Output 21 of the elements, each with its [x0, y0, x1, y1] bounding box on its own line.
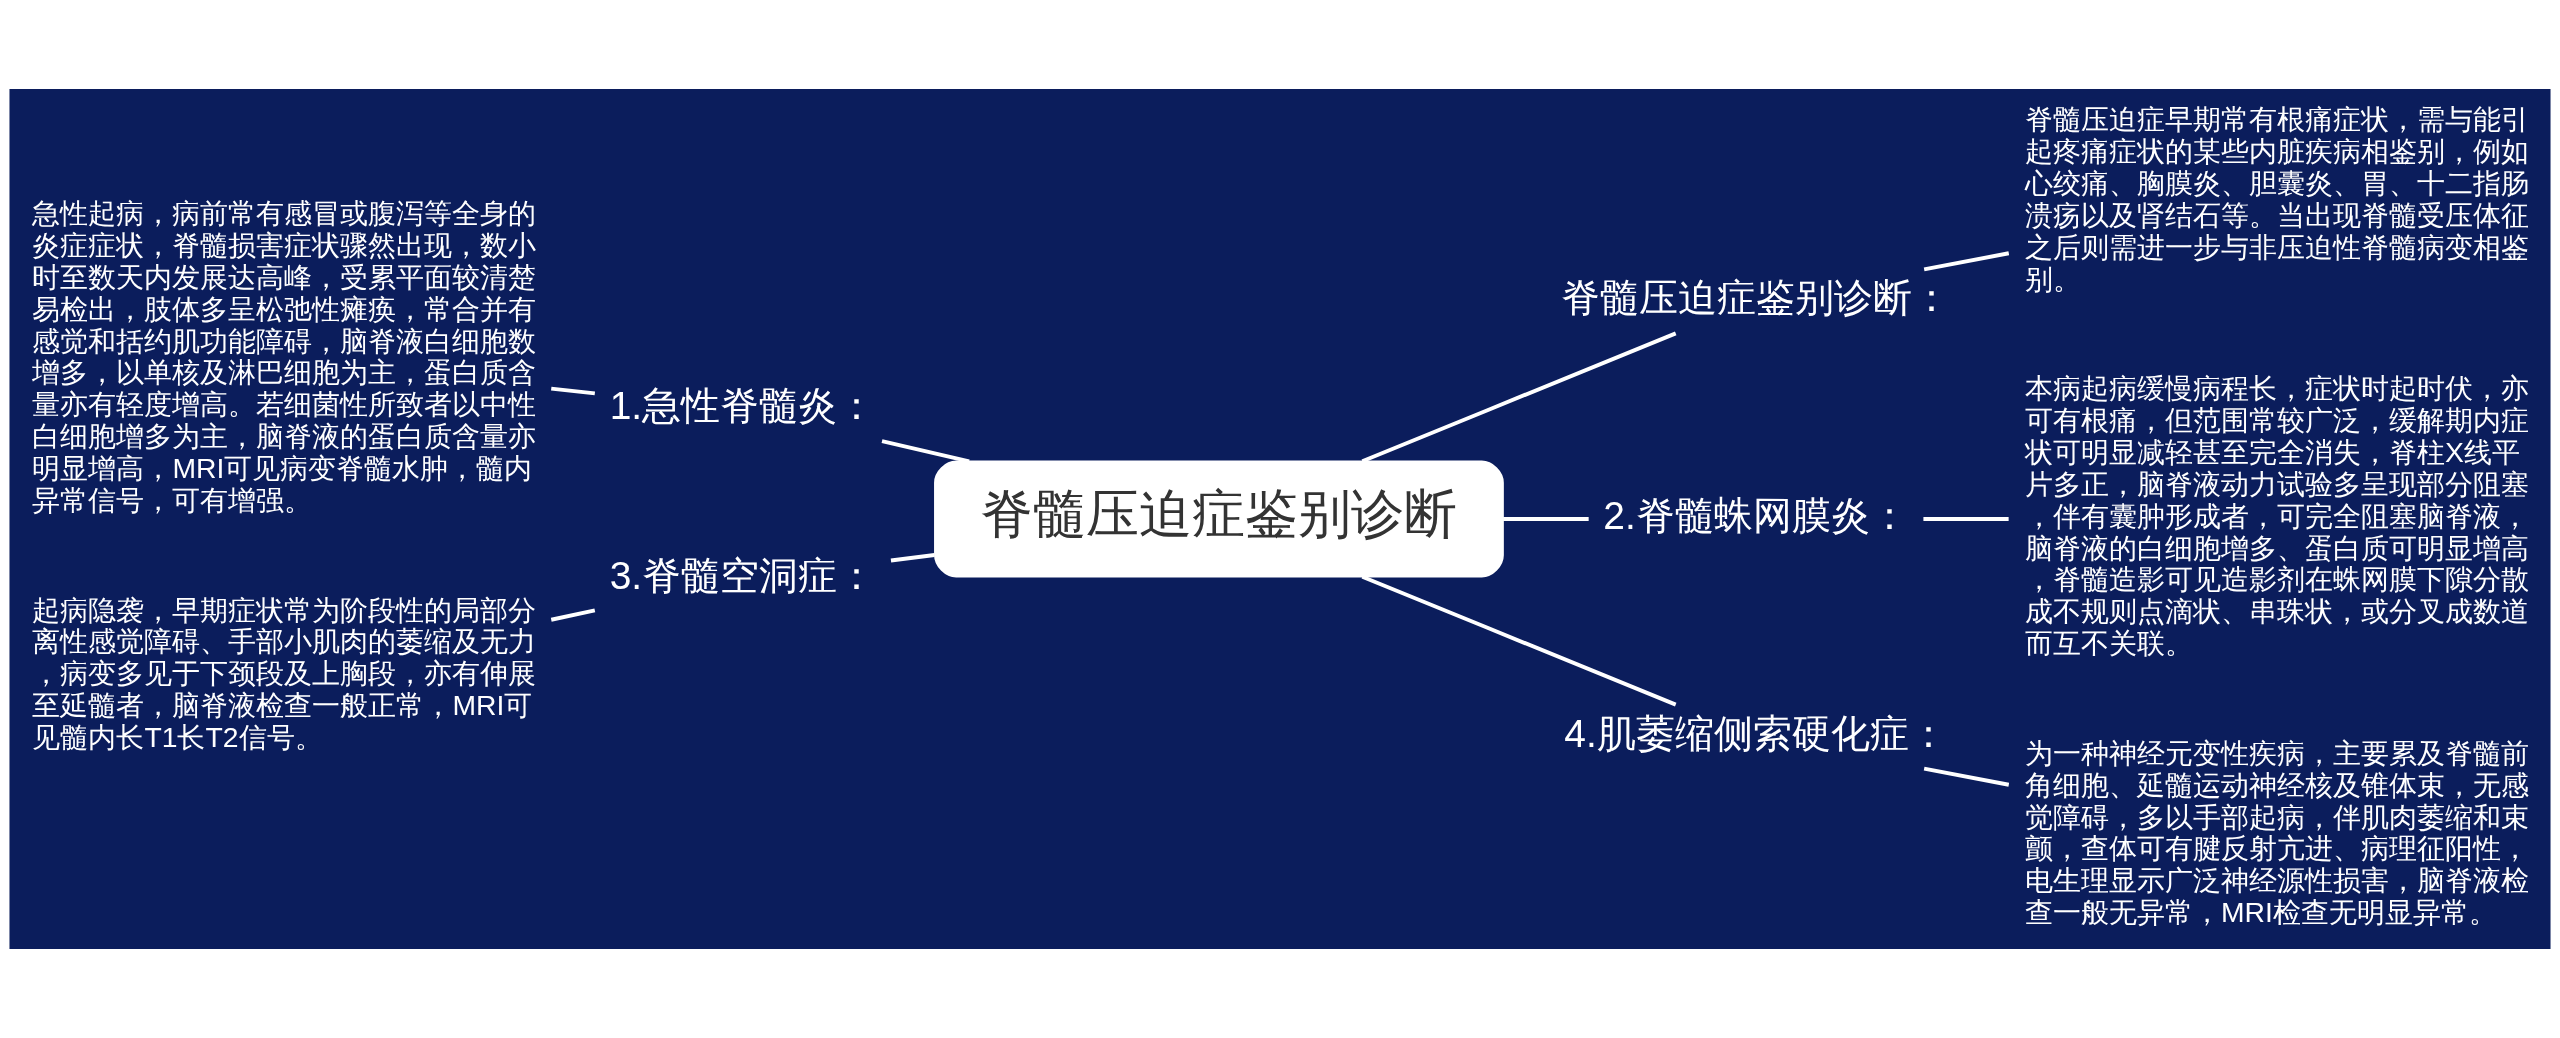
connector — [1923, 251, 2010, 272]
node-box: 脊髓压迫症鉴别诊断 — [934, 460, 1504, 578]
node-text: 2.脊髓蛛网膜炎： — [1603, 493, 1909, 537]
connector — [1361, 331, 1677, 464]
node-text: 4.肌萎缩侧索硬化症： — [1564, 711, 1948, 755]
connector — [881, 439, 970, 464]
node-text: 脊髓压迫症鉴别诊断： — [1561, 276, 1952, 320]
node-text: 起病隐袭，早期症状常为阶段性的局部分离性感觉障碍、手部小肌肉的萎缩及无力，病变多见于下颈段及上胸段，亦有伸展至延髓者，脑脊液检查一般正常，MRI可见髓内长T1长T2信号。 — [32, 593, 537, 753]
connector — [550, 608, 596, 622]
connector — [1503, 517, 1589, 521]
node-text: 1.急性脊髓炎： — [609, 384, 877, 428]
connector — [551, 386, 596, 396]
node-text: 3.脊髓空洞症： — [609, 554, 877, 598]
node-text: 脊髓压迫症早期常有根痛症状，需与能引起疼痛症状的某些内脏疾病相鉴别，例如心绞痛、胸膜炎、胆囊炎、胃、十二指肠溃疡以及肾结石等。当出现脊髓受压体征之后则需进一步与非压迫性脊髓病变相鉴别。 — [2024, 103, 2529, 295]
node-text: 为一种神经元变性疾病，主要累及脊髓前角细胞、延髓运动神经核及锥体束，无感觉障碍，多以手部起病，伴肌肉萎缩和束颤，查体可有腱反射亢进、病理征阳性，电生理显示广泛神经源性损害，脑脊液检查一般无异常，MRI检查无明显异常。 — [2024, 736, 2529, 929]
connector — [890, 553, 935, 563]
connector — [1923, 766, 2010, 787]
node-text: 本病起病缓慢病程长，症状时起时伏，亦可有根痛，但范围常较广泛，缓解期内症状可明显减轻甚至完全消失，脊柱X线平片多正，脑脊液动力试验多呈现部分阻塞，伴有囊肿形成者，可完全阻塞脑脊液，脑脊液的白细胞增多、蛋白质可明显增高，脊髓造影可见造影剂在蛛网膜下隙分散成不规则点滴状、串珠状，或分叉成数道而互不关联。 — [2024, 372, 2529, 660]
connector — [1923, 517, 2009, 521]
node-text: 急性起病，病前常有感冒或腹泻等全身的炎症症状，脊髓损害症状骤然出现，数小时至数天内发展达高峰，受累平面较清楚易检出，肢体多呈松弛性瘫痪，常合并有感觉和括约肌功能障碍，脑脊液白细胞数增多，以单核及淋巴细胞为主，蛋白质含量亦有轻度增高。若细菌性所致者以中性白细胞增多为主，脑脊液的蛋白质含量亦明显增高，MRI可见病变脊髓水肿，髓内异常信号，可有增强。 — [32, 197, 537, 516]
connector — [1361, 574, 1677, 707]
